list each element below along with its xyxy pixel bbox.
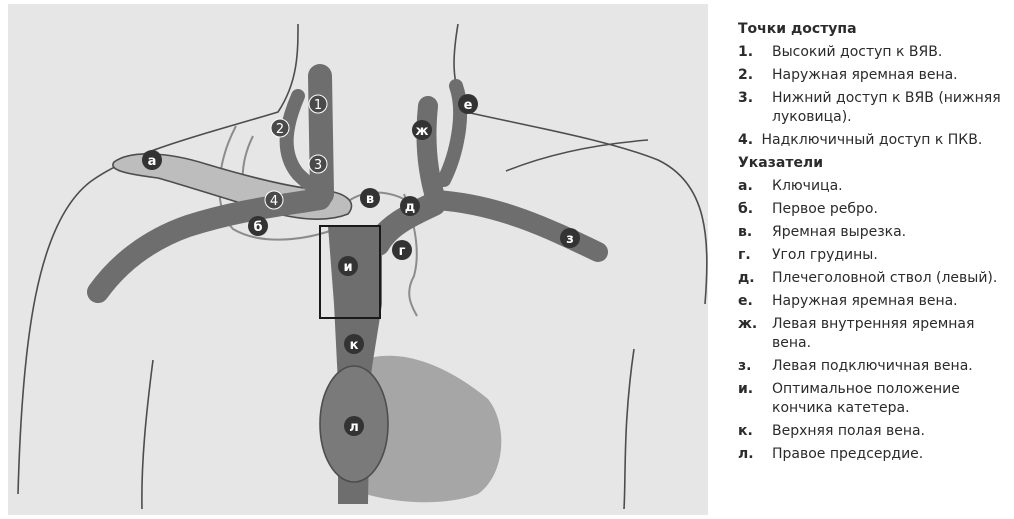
- marker-zh-label: ж: [416, 124, 429, 139]
- legend-pointer-i-text: Оптимальное положение кончика катетера.: [772, 381, 960, 416]
- legend-pointer-v-key: в.: [738, 223, 752, 242]
- legend-pointer-i: и. Оптимальное положение кончика катетер…: [738, 380, 1010, 418]
- marker-v: в: [360, 188, 380, 208]
- legend-access-3: 3. Нижний доступ к ВЯВ (нижняя луковица)…: [738, 89, 1010, 127]
- legend-pointer-e-text: Наружная яремная вена.: [772, 293, 958, 309]
- legend-pointer-zh-text: Левая внутренняя яремная вена.: [772, 316, 974, 351]
- marker-l: л: [344, 416, 364, 436]
- legend-pointer-a: а. Ключица.: [738, 177, 1010, 196]
- legend-access-2-text: Наружная яремная вена.: [772, 67, 958, 83]
- legend-access-4-text: Надключичный доступ к ПКВ.: [762, 132, 983, 148]
- marker-access-3-label: 3: [314, 158, 322, 173]
- marker-i: и: [338, 256, 358, 276]
- marker-k: к: [344, 334, 364, 354]
- marker-access-1: 1: [309, 95, 327, 113]
- legend-pointer-a-text: Ключица.: [772, 178, 843, 194]
- marker-access-4: 4: [265, 191, 283, 209]
- legend-pointer-zh-key: ж.: [738, 315, 757, 334]
- marker-k-label: к: [350, 338, 359, 353]
- legend: Точки доступа 1. Высокий доступ к ВЯВ. 2…: [738, 20, 1010, 468]
- legend-pointer-a-key: а.: [738, 177, 753, 196]
- venous-access-diagram: а б в г д е ж з и к л 1 2 3 4: [8, 4, 708, 515]
- legend-pointer-k-key: к.: [738, 422, 753, 441]
- legend-pointer-b-text: Первое ребро.: [772, 201, 878, 217]
- access-points-heading: Точки доступа: [738, 20, 1010, 39]
- marker-g: г: [392, 240, 412, 260]
- legend-pointer-e: е. Наружная яремная вена.: [738, 292, 1010, 311]
- marker-e: е: [458, 94, 478, 114]
- legend-access-1-key: 1.: [738, 43, 753, 62]
- marker-d-label: д: [405, 200, 416, 215]
- marker-g-label: г: [399, 244, 406, 259]
- marker-e-label: е: [464, 98, 473, 113]
- legend-access-4: 4. Надключичный доступ к ПКВ.: [738, 131, 1010, 150]
- legend-pointer-d: д. Плечеголовной ствол (левый).: [738, 269, 1010, 288]
- marker-a-label: а: [148, 154, 157, 169]
- legend-pointer-l-text: Правое предсердие.: [772, 446, 923, 462]
- legend-access-3-text: Нижний доступ к ВЯВ (нижняя луковица).: [772, 90, 1001, 125]
- legend-pointer-g-text: Угол грудины.: [772, 247, 878, 263]
- legend-pointer-i-key: и.: [738, 380, 753, 399]
- right-internal-jugular-vein: [320, 76, 322, 194]
- marker-b: б: [248, 216, 268, 236]
- legend-pointer-k-text: Верхняя полая вена.: [772, 423, 925, 439]
- legend-pointer-g: г. Угол грудины.: [738, 246, 1010, 265]
- legend-access-2-key: 2.: [738, 66, 753, 85]
- marker-a: а: [142, 150, 162, 170]
- legend-pointer-e-key: е.: [738, 292, 753, 311]
- marker-l-label: л: [349, 420, 359, 435]
- legend-access-1-text: Высокий доступ к ВЯВ.: [772, 44, 942, 60]
- legend-pointer-zh: ж. Левая внутренняя яремная вена.: [738, 315, 1010, 353]
- marker-z-label: з: [566, 232, 574, 247]
- marker-access-2-label: 2: [276, 122, 284, 137]
- marker-i-label: и: [343, 260, 352, 275]
- pointers-heading: Указатели: [738, 154, 1010, 173]
- marker-b-label: б: [253, 220, 262, 235]
- legend-pointer-b: б. Первое ребро.: [738, 200, 1010, 219]
- marker-zh: ж: [412, 120, 432, 140]
- legend-pointer-z-text: Левая подключичная вена.: [772, 358, 973, 374]
- legend-pointer-v: в. Яремная вырезка.: [738, 223, 1010, 242]
- legend-pointer-g-key: г.: [738, 246, 751, 265]
- legend-pointer-k: к. Верхняя полая вена.: [738, 422, 1010, 441]
- marker-z: з: [560, 228, 580, 248]
- legend-pointer-z-key: з.: [738, 357, 751, 376]
- left-internal-jugular-vein: [426, 106, 436, 200]
- marker-access-4-label: 4: [270, 194, 278, 209]
- legend-pointer-l: л. Правое предсердие.: [738, 445, 1010, 464]
- legend-access-3-key: 3.: [738, 89, 753, 108]
- legend-pointer-l-key: л.: [738, 445, 754, 464]
- legend-pointer-z: з. Левая подключичная вена.: [738, 357, 1010, 376]
- marker-d: д: [400, 196, 420, 216]
- legend-pointer-d-text: Плечеголовной ствол (левый).: [772, 270, 997, 286]
- marker-access-2: 2: [271, 119, 289, 137]
- marker-access-3: 3: [309, 155, 327, 173]
- legend-access-4-key: 4.: [738, 132, 753, 148]
- legend-pointer-v-text: Яремная вырезка.: [772, 224, 906, 240]
- legend-pointer-b-key: б.: [738, 200, 753, 219]
- legend-pointer-d-key: д.: [738, 269, 755, 288]
- marker-v-label: в: [366, 192, 374, 207]
- legend-access-2: 2. Наружная яремная вена.: [738, 66, 1010, 85]
- legend-access-1: 1. Высокий доступ к ВЯВ.: [738, 43, 1010, 62]
- marker-access-1-label: 1: [314, 98, 322, 113]
